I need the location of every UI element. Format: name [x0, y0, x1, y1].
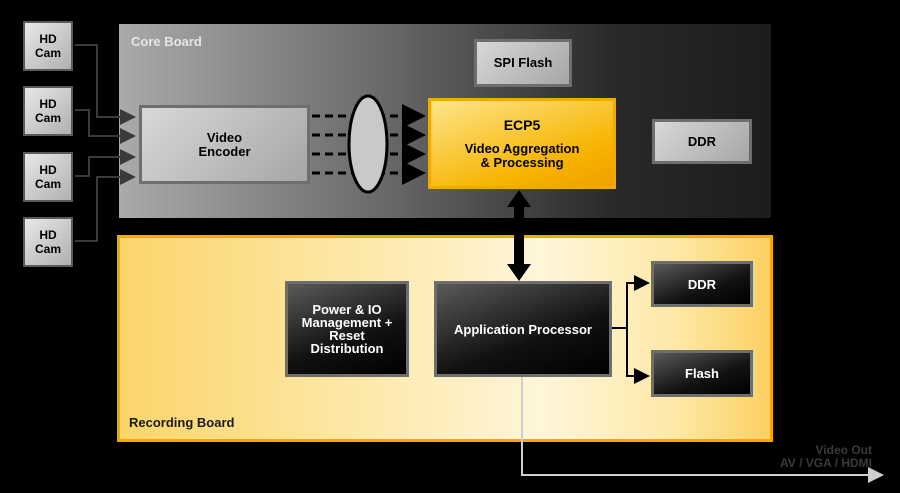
- flash-recording-block: Flash: [651, 350, 753, 397]
- video-out-line1: Video Out: [815, 443, 872, 457]
- hd-cam-4: HD Cam: [23, 217, 73, 267]
- bidirectional-arrow-icon: [507, 190, 531, 281]
- bus-ellipse: [347, 94, 389, 194]
- spi-flash-block: SPI Flash: [474, 39, 572, 87]
- power-io-block: Power & IO Management + Reset Distributi…: [285, 281, 409, 377]
- core-board-label: Core Board: [131, 34, 202, 49]
- ddr-core-block: DDR: [652, 119, 752, 164]
- ecp5-title: ECP5: [503, 117, 541, 133]
- hd-cam-2: HD Cam: [23, 86, 73, 136]
- ecp5-subtitle: Video Aggregation & Processing: [464, 141, 580, 170]
- recording-board-label: Recording Board: [129, 415, 235, 430]
- video-encoder-block: Video Encoder: [139, 105, 310, 184]
- ddr-recording-block: DDR: [651, 261, 753, 307]
- hd-cam-1: HD Cam: [23, 21, 73, 71]
- video-out-label: Video Out AV / VGA / HDMI: [760, 444, 872, 470]
- ecp5-block: ECP5 Video Aggregation & Processing: [428, 98, 616, 189]
- video-out-line2: AV / VGA / HDMI: [779, 456, 872, 470]
- application-processor-block: Application Processor: [434, 281, 612, 377]
- hd-cam-3: HD Cam: [23, 152, 73, 202]
